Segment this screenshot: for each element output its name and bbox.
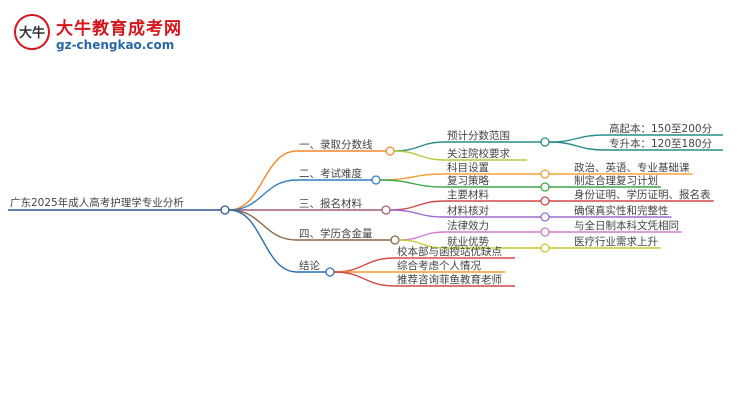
site-logo[interactable]: 大牛 大牛教育成考网 gz-chengkao.com xyxy=(12,10,212,60)
logo-mark-text: 大牛 xyxy=(19,25,45,41)
sub-label-3-1: 就业优势 xyxy=(447,235,489,248)
branch-toggle-knob-2[interactable] xyxy=(381,205,391,215)
branch-connector-1 xyxy=(228,179,298,211)
logo-domain: gz-chengkao.com xyxy=(56,38,175,52)
sub-connector-3-1 xyxy=(398,239,446,249)
sub-label-1-0: 科目设置 xyxy=(447,161,489,174)
sub-label-4-1: 综合考虑个人情况 xyxy=(397,259,481,272)
branch-label-3: 四、学历含金量 xyxy=(299,227,373,240)
branch-toggle-knob-0[interactable] xyxy=(385,146,395,156)
leaf-label-2-1-0: 确保真实性和完整性 xyxy=(574,204,669,217)
branch-toggle-knob-4[interactable] xyxy=(325,267,335,277)
sub-label-2-0: 主要材料 xyxy=(447,188,489,201)
sub-label-2-1: 材料核对 xyxy=(447,204,489,217)
root-toggle-knob[interactable] xyxy=(220,205,230,215)
sub-connector-2-0 xyxy=(389,200,446,211)
sub-toggle-knob-1-1[interactable] xyxy=(540,182,550,192)
sub-label-4-2: 推荐咨询菲鱼教育老师 xyxy=(397,273,502,286)
leaf-label-1-1-0: 制定合理复习计划 xyxy=(574,174,658,187)
sub-toggle-knob-3-0[interactable] xyxy=(540,227,550,237)
branch-toggle-knob-1[interactable] xyxy=(371,175,381,185)
sub-toggle-knob-2-0[interactable] xyxy=(540,196,550,206)
sub-label-4-0: 校本部与函授站优缺点 xyxy=(397,245,502,258)
sub-connector-1-1 xyxy=(379,179,446,188)
logo-brand: 大牛教育成考网 xyxy=(56,19,182,39)
sub-connector-2-1 xyxy=(389,209,446,218)
sub-label-3-0: 法律效力 xyxy=(447,219,489,232)
leaf-label-0-0-0: 高起本：150至200分 xyxy=(609,122,713,135)
sub-label-0-1: 关注院校要求 xyxy=(447,147,510,160)
sub-toggle-knob-2-1[interactable] xyxy=(540,212,550,222)
sub-connector-4-2 xyxy=(333,271,396,287)
sub-connector-0-1 xyxy=(393,150,446,161)
leaf-label-3-1-0: 医疗行业需求上升 xyxy=(574,235,658,248)
sub-connector-4-0 xyxy=(333,257,396,273)
sub-toggle-knob-3-1[interactable] xyxy=(540,243,550,253)
sub-connector-0-0 xyxy=(393,141,446,152)
branch-label-1: 二、考试难度 xyxy=(299,167,362,180)
leaf-label-1-0-0: 政治、英语、专业基础课 xyxy=(574,161,690,174)
branch-connector-4 xyxy=(228,209,298,273)
branch-toggle-knob-3[interactable] xyxy=(390,235,400,245)
branch-label-0: 一、录取分数线 xyxy=(299,138,373,151)
sub-label-0-0: 预计分数范围 xyxy=(447,129,510,142)
branch-connector-0 xyxy=(228,150,298,211)
sub-connector-1-0 xyxy=(379,173,446,181)
sub-toggle-knob-0-0[interactable] xyxy=(540,137,550,147)
leaf-connector-0-0-0 xyxy=(548,134,606,143)
sub-label-1-1: 复习策略 xyxy=(447,174,489,187)
branch-connector-3 xyxy=(228,209,298,241)
leaf-label-3-0-0: 与全日制本科文凭相同 xyxy=(574,219,679,232)
leaf-label-0-0-1: 专升本：120至180分 xyxy=(609,137,713,150)
leaf-connector-0-0-1 xyxy=(548,141,606,151)
logo-mark-icon: 大牛 xyxy=(14,14,50,50)
sub-connector-3-0 xyxy=(398,231,446,241)
branch-label-2: 三、报名材料 xyxy=(299,197,362,210)
leaf-label-2-0-0: 身份证明、学历证明、报名表 xyxy=(574,188,711,201)
sub-toggle-knob-1-0[interactable] xyxy=(540,169,550,179)
root-label: 广东2025年成人高考护理学专业分析 xyxy=(10,196,184,209)
branch-label-4: 结论 xyxy=(299,259,320,272)
